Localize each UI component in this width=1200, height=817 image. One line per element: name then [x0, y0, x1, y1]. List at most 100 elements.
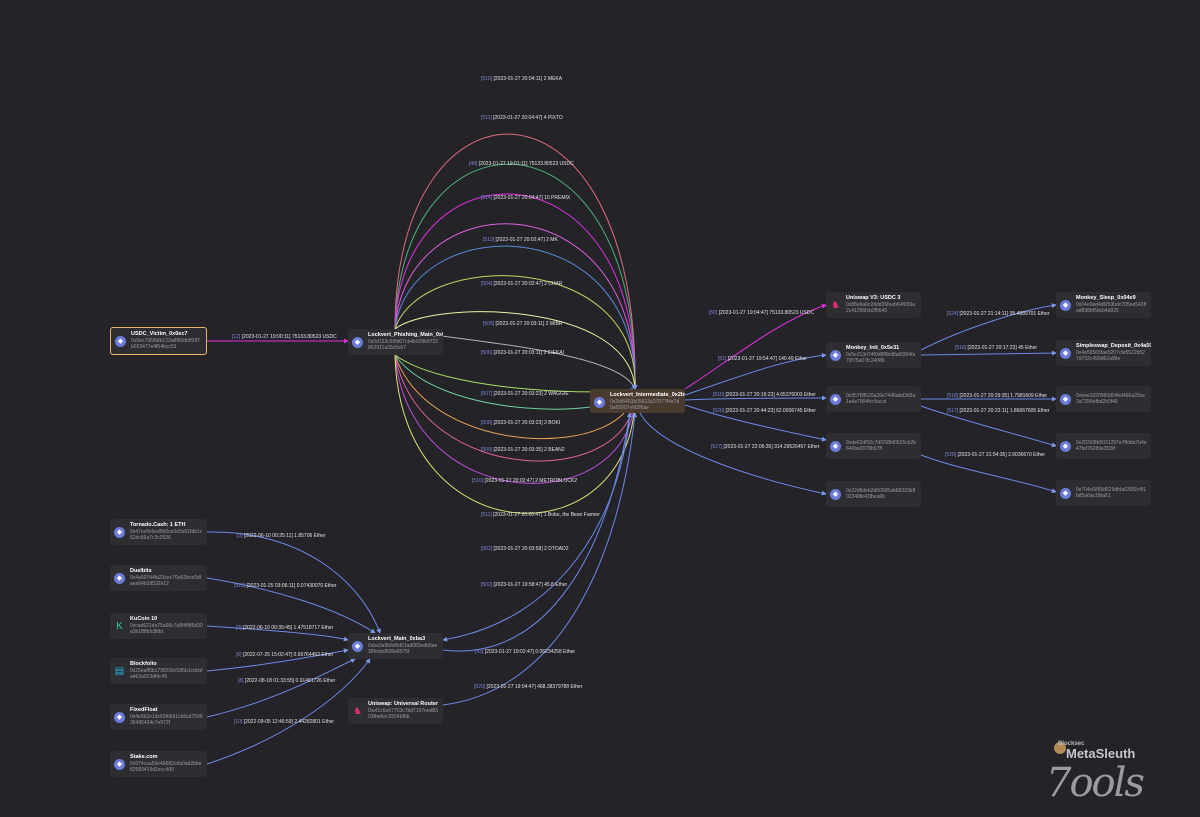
transfer-label-10: [508] [2023-01-27 20:03:23] 2 BOKI [481, 420, 560, 426]
ethereum-icon: ◆ [352, 641, 363, 652]
transfer-edge-30[interactable] [206, 658, 356, 718]
transfer-edge-16[interactable] [684, 352, 827, 396]
transfer-edge-31[interactable] [206, 658, 371, 765]
transfer-label-28: [2] [2022-06-10 00:39:45] 1.47518717 Eth… [236, 625, 334, 631]
node-name: Stake.com [130, 754, 158, 760]
blockfolio-icon: ▤ [114, 666, 125, 677]
transfer-edge-22[interactable] [920, 405, 1057, 448]
transfer-label-24: [528] [2023-01-27 21:54:35] 2.6036670 Et… [945, 452, 1045, 458]
transfer-edge-17[interactable] [920, 303, 1057, 351]
transfer-edge-14[interactable] [394, 354, 638, 514]
transfer-edge-33[interactable] [442, 412, 638, 706]
node-name: Lockvert_Intermediate_0x2bf [610, 392, 685, 398]
transfer-edge-19[interactable] [684, 395, 827, 401]
node-name: USDC_Victim_0x0ec7 [131, 331, 188, 337]
node-name: Uniswap: Universal Router [368, 701, 438, 707]
transfer-edge-18[interactable] [920, 350, 1057, 356]
transfer-edge-28[interactable] [206, 625, 349, 642]
address-node-n357[interactable]: ◆0x357f9f520a26e7446abd3d3a1a4e7904fccfa… [826, 386, 921, 412]
node-name: Uniswap V3: USDC 3 [846, 295, 901, 301]
transfer-edge-13[interactable] [394, 354, 638, 484]
transfer-edge-3[interactable] [394, 193, 638, 390]
address-node-n22[interactable]: ◆ 0x22d6deb2d60695ab68333bff02348fe41fbea… [826, 481, 921, 507]
node-address: 0x2f1508b5031297e7ffdda7b4e47bd76289e3f2… [1076, 440, 1147, 452]
transfer-label-33: [520] [2023-01-27 19:04:47] 468.38379788… [474, 684, 583, 690]
ethereum-icon: ◆ [1060, 394, 1071, 405]
transfer-edge-26[interactable] [206, 531, 381, 634]
ethereum-icon: ◆ [114, 527, 125, 538]
transfer-edge-24[interactable] [920, 454, 1057, 494]
transfer-edge-23[interactable] [639, 412, 827, 496]
node-address: 0x22d6deb2d60695ab68333bff02348fe41fbea6… [846, 488, 916, 500]
node-name: Monkey_Sleep_0x04e9 [1076, 295, 1136, 301]
transfer-edge-7[interactable] [394, 311, 638, 390]
transfer-label-0: [12] [2023-01-27 19:00:11] 75133.80523 U… [232, 334, 337, 340]
transfer-edge-32[interactable] [442, 412, 632, 652]
node-address: 0x0d153c50fd07cb4b939b9722862911a33c5c67 [368, 339, 439, 351]
node-name: Tornado.Cash: 1 ETH [130, 522, 186, 528]
transfer-edge-5[interactable] [394, 245, 638, 390]
node-name: KuCoin 10 [130, 616, 158, 622]
transfer-edge-6[interactable] [394, 275, 638, 390]
transfer-edge-29[interactable] [206, 648, 349, 672]
transfer-label-15: [50] [2023-01-27 19:04:47] 75133.80523 U… [709, 310, 814, 316]
address-node-nde[interactable]: ◆0xde62df02c7df158fd0525cb2b640be2078b07… [826, 433, 921, 459]
transfer-label-7: [505] [2023-01-27 20:03:11] 2 MIBR [483, 321, 563, 327]
address-node-neee[interactable]: ◆ 0xeee1020960d04bd466a20ce2a7256efbd2b0f… [1056, 386, 1151, 412]
logo-brand-text: MetaSleuth [1066, 746, 1136, 761]
ethereum-icon: ◆ [830, 489, 841, 500]
transfer-label-25: [502] [2023-01-27 19:58:47] 45.8 Ether [481, 582, 568, 588]
ethereum-icon: ◆ [115, 336, 126, 347]
transfer-edge-15[interactable] [684, 303, 827, 390]
transfer-edge-1[interactable] [394, 133, 638, 390]
transfer-label-11: [509] [2023-01-27 20:03:35] 2 BEAN2 [481, 447, 565, 453]
node-address: 0x2bf6403b05613a37077f4e7d9a65007efd2f6a… [610, 399, 680, 411]
transfer-edge-12[interactable] [394, 354, 638, 462]
transfer-label-8: [506] [2023-01-27 20:03:11] 2 EIEKAI [481, 350, 564, 356]
transfer-edge-25[interactable] [442, 412, 631, 642]
transfer-label-5: [513] [2023-01-27 20:02:47] 2 MK [483, 237, 558, 243]
transfer-edge-9[interactable] [394, 354, 636, 393]
transfer-edge-11[interactable] [394, 354, 638, 440]
transfer-edge-2[interactable] [394, 163, 638, 390]
transfer-label-29: [6] [2022-07-25 15:02:47] 0.65764453 Eth… [236, 652, 334, 658]
transfer-label-21: [518] [2023-01-27 20:29:35] 1.7981609 Et… [947, 393, 1047, 399]
ethereum-icon: ◆ [1060, 300, 1071, 311]
transfer-edge-4[interactable] [394, 223, 638, 390]
node-name: Blockfolio [130, 661, 157, 667]
node-address: 0xeee1020960d04bd466a20ce2a7256efbd2b0f4… [1076, 393, 1145, 405]
transfer-label-31: [10] [2022-09-05 12:46:59] 2.44282801 Et… [234, 719, 334, 725]
metasleuth-logo: Blocksec MetaSleuth 7ools [1040, 738, 1175, 810]
ethereum-icon: ◆ [114, 573, 125, 584]
transfer-edge-20[interactable] [684, 404, 827, 442]
transfer-label-4: [514] [2023-01-27 20:04:47] 10 PREMIX [481, 195, 571, 201]
address-node-phish[interactable]: ◆Lockvert_Phishing_Main_0x0d150x0d153c50… [348, 329, 443, 355]
transfer-edge-27[interactable] [206, 577, 376, 634]
address-node-n2f[interactable]: ◆ 0x2f1508b5031297e7ffdda7b4e47bd76289e3f… [1056, 433, 1151, 459]
node-address: 0x88e6a0c2ddd26feeb64f039a2c41296fcb3f56… [846, 302, 915, 314]
transfer-label-20: [526] [2023-01-27 20:44:23] 62.0936745 E… [713, 408, 816, 414]
address-node-n704[interactable]: ◆0x704c6895d529dfda639f2c4f1faf5a6ac1fba… [1056, 480, 1151, 506]
node-name: Lockvert_Phishing_Main_0x0d15 [368, 332, 443, 338]
node-address: 0x04e9ad4d6f53bdc705ee5428ad838bf5dcb4d9… [1076, 302, 1147, 314]
ethereum-icon: ◆ [830, 350, 841, 361]
transfer-label-22: [517] [2023-01-27 20:23:11] 1.86067605 E… [947, 408, 1050, 414]
node-address: 0xcad621da75a66c7a8f4ff86d30a3b1f8fbfc8f… [130, 623, 203, 635]
node-name: Lockvert_Main_0xba3 [368, 636, 426, 642]
ethereum-icon: ◆ [1060, 441, 1071, 452]
node-address: 0xde62df02c7df158fd0525cb2b640be2078b07f… [846, 440, 917, 452]
